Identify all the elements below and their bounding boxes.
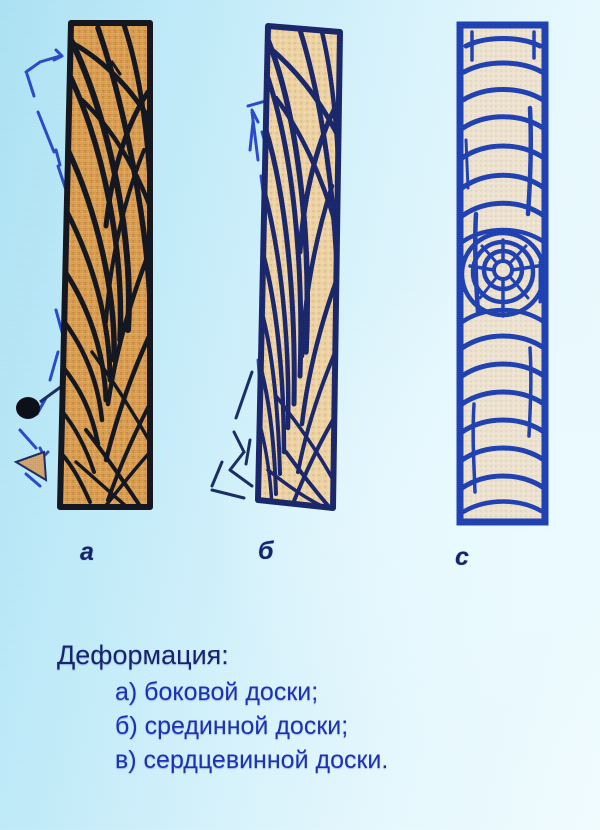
board-c-body (456, 21, 549, 526)
board-a-deformation-arc-top (24, 48, 68, 192)
caption-title: Деформация: (57, 640, 229, 670)
caption-line-b: б) срединной доски; (115, 712, 349, 740)
blot-stroke (39, 384, 63, 404)
caption-line-c: в) сердцевинной доски. (115, 746, 389, 774)
board-b-deformation-bottom (210, 370, 254, 500)
board-a-shard (13, 450, 48, 482)
caption-line-a: а) боковой доски; (115, 678, 319, 706)
board-label-c: с (455, 543, 469, 571)
board-a-body (57, 20, 153, 510)
board-label-a: а (80, 538, 94, 566)
ink-blot (16, 397, 40, 419)
board-b-body (255, 23, 343, 511)
board-label-b: б (258, 537, 274, 565)
